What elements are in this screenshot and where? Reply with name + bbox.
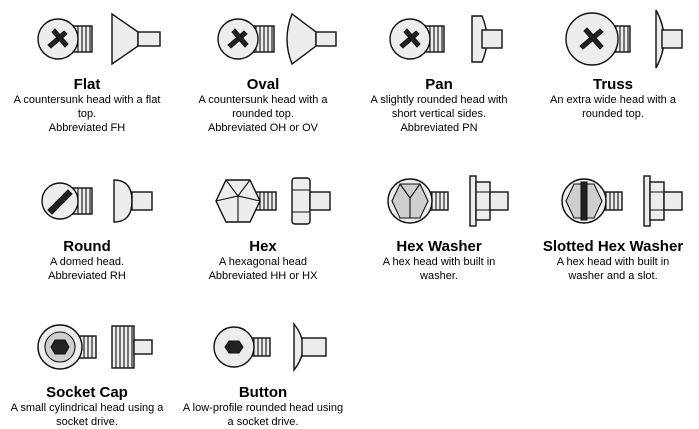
hex-head-screw-icon	[215, 177, 331, 225]
head-name: Truss	[592, 76, 634, 93]
head-name: Hex Washer	[396, 238, 482, 255]
head-description: A hex head with built in washer.	[382, 256, 496, 282]
head-name: Pan	[425, 76, 453, 93]
round-head-screw-icon	[41, 179, 153, 223]
head-name: Hex	[249, 238, 277, 255]
head-card-button: Button A low-profile rounded head using …	[176, 312, 350, 429]
head-card-hex: Hex A hexagonal head Abbreviated HH or H…	[176, 166, 350, 283]
head-abbreviation: Abbreviated RH	[48, 270, 126, 282]
head-card-slotted-hex-washer: Slotted Hex Washer A hex head with built…	[526, 166, 699, 283]
head-card-pan: Pan A slightly rounded head with short v…	[352, 4, 526, 135]
head-name: Flat	[73, 76, 101, 93]
head-abbreviation: Abbreviated PN	[400, 122, 478, 134]
truss-head-screw-icon	[565, 9, 683, 69]
head-description: A hex head with built in washer and a sl…	[556, 256, 670, 282]
head-description: A countersunk head with a flat top.	[13, 94, 161, 120]
head-name: Round	[63, 238, 111, 255]
head-name: Slotted Hex Washer	[542, 238, 684, 255]
slotted-hex-washer-head-screw-icon	[561, 175, 683, 227]
head-name: Socket Cap	[46, 384, 128, 401]
head-description: A domed head.	[49, 256, 124, 268]
head-name: Button	[238, 384, 288, 401]
flat-head-screw-icon	[37, 12, 161, 66]
head-card-hex-washer: Hex Washer A hex head with built in wash…	[352, 166, 526, 283]
head-name: Oval	[246, 76, 280, 93]
head-card-oval: Oval A countersunk head with a rounded t…	[176, 4, 350, 135]
head-description: An extra wide head with a rounded top.	[550, 94, 676, 120]
head-description: A small cylindrical head using a socket …	[10, 402, 164, 428]
pan-head-screw-icon	[389, 15, 503, 63]
head-card-truss: Truss An extra wide head with a rounded …	[526, 4, 699, 121]
head-description: A countersunk head with a rounded top.	[198, 94, 328, 120]
hex-washer-head-screw-icon	[387, 175, 509, 227]
button-head-screw-icon	[213, 321, 327, 373]
socket-cap-head-screw-icon	[37, 324, 153, 370]
oval-head-screw-icon	[217, 12, 337, 66]
head-card-flat: Flat A countersunk head with a flat top.…	[0, 4, 174, 135]
head-abbreviation: Abbreviated OH or OV	[207, 122, 319, 134]
head-abbreviation: Abbreviated HH or HX	[208, 270, 318, 282]
head-description: A hexagonal head	[218, 256, 308, 268]
head-description: A low-profile rounded head using a socke…	[182, 402, 344, 428]
head-card-round: Round A domed head. Abbreviated RH	[0, 166, 174, 283]
head-abbreviation: Abbreviated FH	[48, 122, 126, 134]
head-card-socket-cap: Socket Cap A small cylindrical head usin…	[0, 312, 174, 429]
head-description: A slightly rounded head with short verti…	[370, 94, 508, 120]
